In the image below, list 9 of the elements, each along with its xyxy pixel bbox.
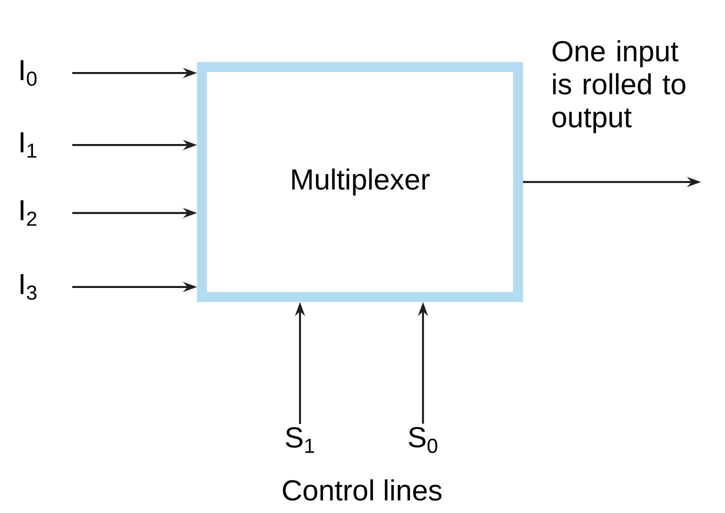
multiplexer-box: Multiplexer [197, 62, 523, 302]
input-label: I$_{3}$ [20, 274, 36, 300]
select-label: S$_{0}$ [408, 426, 438, 454]
input-label: I$_{1}$ [20, 132, 36, 158]
input-label: I$_{0}$ [20, 60, 37, 86]
select-label: S$_{1}$ [286, 427, 314, 453]
input-label: I$_{2}$ [20, 200, 36, 226]
caption-label: Control lines [282, 479, 442, 501]
edge-label: One input is rolled to output [552, 40, 686, 134]
